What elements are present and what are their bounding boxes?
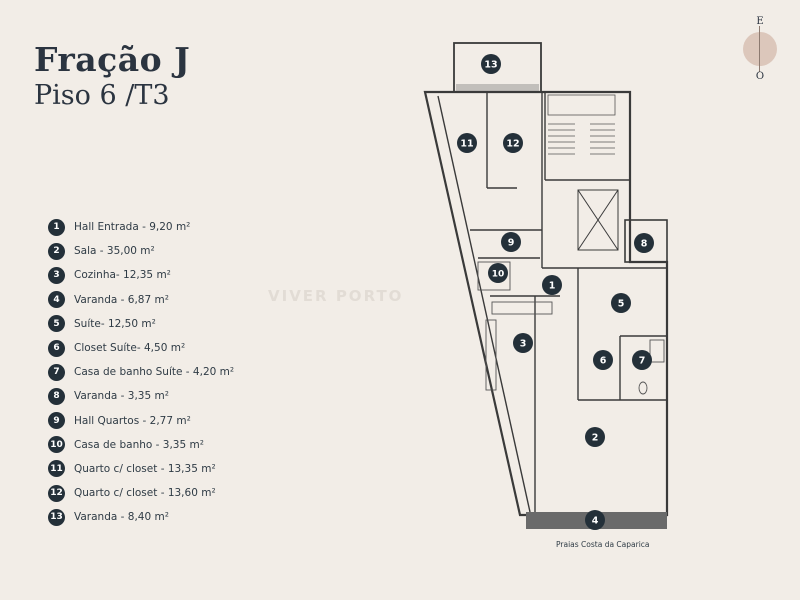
legend-item: 12 Quarto c/ closet - 13,60 m² — [48, 481, 234, 505]
legend-item: 6 Closet Suíte- 4,50 m² — [48, 336, 234, 360]
room-marker: 12 — [503, 133, 523, 153]
legend-number-badge: 6 — [48, 339, 65, 357]
room-marker: 3 — [513, 333, 533, 353]
legend-label: Hall Entrada - 9,20 m² — [74, 221, 191, 234]
legend-label: Quarto c/ closet - 13,35 m² — [74, 462, 216, 475]
elevators — [577, 189, 619, 251]
room-marker: 1 — [542, 275, 562, 295]
legend-label: Quarto c/ closet - 13,60 m² — [74, 487, 216, 500]
room-marker-label: 5 — [618, 299, 625, 310]
room-marker-label: 4 — [592, 516, 599, 527]
room-marker-label: 13 — [484, 60, 497, 71]
legend-item: 8 Varanda - 3,35 m² — [48, 384, 234, 408]
balcony-13-rail — [456, 84, 539, 91]
room-marker: 2 — [585, 427, 605, 447]
legend-number-badge: 11 — [48, 460, 65, 478]
legend-number-badge: 4 — [48, 291, 65, 309]
legend-item: 4 Varanda - 6,87 m² — [48, 288, 234, 312]
room-legend: 1 Hall Entrada - 9,20 m² 2 Sala - 35,00 m²… — [48, 215, 234, 529]
room-marker: 9 — [501, 232, 521, 252]
room-marker-label: 10 — [492, 270, 505, 280]
watermark: VIVER PORTO — [268, 287, 404, 305]
legend-number-badge: 9 — [48, 412, 65, 430]
room-marker: 5 — [611, 293, 631, 313]
room-marker: 6 — [593, 350, 613, 370]
legend-item: 2 Sala - 35,00 m² — [48, 239, 234, 263]
room-marker: 4 — [585, 510, 605, 530]
legend-label: Hall Quartos - 2,77 m² — [74, 414, 191, 427]
legend-number-badge: 1 — [48, 218, 65, 236]
compass-west-label: O — [755, 71, 765, 82]
plan-caption: Praias Costa da Caparica — [556, 540, 650, 549]
compass-rose: E O — [738, 14, 782, 86]
room-marker: 10 — [488, 263, 508, 283]
room-marker: 13 — [481, 54, 501, 74]
legend-item: 1 Hall Entrada - 9,20 m² — [48, 215, 234, 239]
room-marker-label: 8 — [641, 239, 648, 250]
legend-label: Casa de banho Suíte - 4,20 m² — [74, 366, 235, 379]
legend-item: 10 Casa de banho - 3,35 m² — [48, 433, 234, 457]
room-marker-label: 9 — [508, 238, 515, 249]
legend-number-badge: 12 — [48, 484, 65, 502]
balcony-8-outline — [624, 219, 668, 263]
page-title: Fração J — [34, 40, 191, 79]
legend-item: 11 Quarto c/ closet - 13,35 m² — [48, 457, 234, 481]
legend-label: Varanda - 8,40 m² — [74, 511, 169, 524]
legend-label: Varanda - 3,35 m² — [74, 390, 169, 403]
legend-number-badge: 13 — [48, 508, 65, 526]
legend-label: Varanda - 6,87 m² — [74, 293, 169, 306]
kitchen-counter — [485, 301, 553, 391]
bathroom-fixtures — [477, 261, 665, 395]
room-marker-label: 1 — [549, 281, 556, 292]
room-marker-label: 12 — [506, 139, 519, 150]
compass-dial — [743, 32, 777, 66]
room-marker: 8 — [634, 233, 654, 253]
compass-needle-icon — [759, 26, 760, 72]
room-marker-label: 2 — [592, 433, 599, 444]
legend-number-badge: 8 — [48, 387, 65, 405]
legend-label: Closet Suíte- 4,50 m² — [74, 342, 186, 355]
room-marker: 11 — [457, 133, 477, 153]
page-subtitle: Piso 6 /T3 — [34, 80, 170, 111]
room-marker-label: 6 — [600, 356, 607, 367]
legend-number-badge: 10 — [48, 436, 65, 454]
room-marker: 7 — [632, 350, 652, 370]
legend-item: 3 Cozinha- 12,35 m² — [48, 263, 234, 287]
legend-label: Sala - 35,00 m² — [74, 245, 155, 258]
room-markers: 13 11 12 8 9 10 1 5 3 6 7 2 4 — [457, 54, 654, 530]
legend-item: 9 Hall Quartos - 2,77 m² — [48, 409, 234, 433]
staircase — [547, 94, 616, 155]
legend-number-badge: 7 — [48, 363, 65, 381]
balcony-13-outline — [453, 42, 542, 93]
room-marker-label: 11 — [460, 139, 473, 150]
legend-item: 13 Varanda - 8,40 m² — [48, 505, 234, 529]
legend-number-badge: 3 — [48, 266, 65, 284]
legend-label: Suíte- 12,50 m² — [74, 317, 156, 330]
legend-item: 7 Casa de banho Suíte - 4,20 m² — [48, 360, 234, 384]
legend-item: 5 Suíte- 12,50 m² — [48, 312, 234, 336]
legend-label: Cozinha- 12,35 m² — [74, 269, 171, 282]
room-marker-label: 7 — [639, 356, 646, 367]
interior-walls — [470, 92, 667, 512]
legend-number-badge: 2 — [48, 242, 65, 260]
legend-label: Casa de banho - 3,35 m² — [74, 438, 204, 451]
room-marker-label: 3 — [520, 339, 527, 350]
compass-east-label: E — [756, 16, 764, 27]
legend-number-badge: 5 — [48, 315, 65, 333]
